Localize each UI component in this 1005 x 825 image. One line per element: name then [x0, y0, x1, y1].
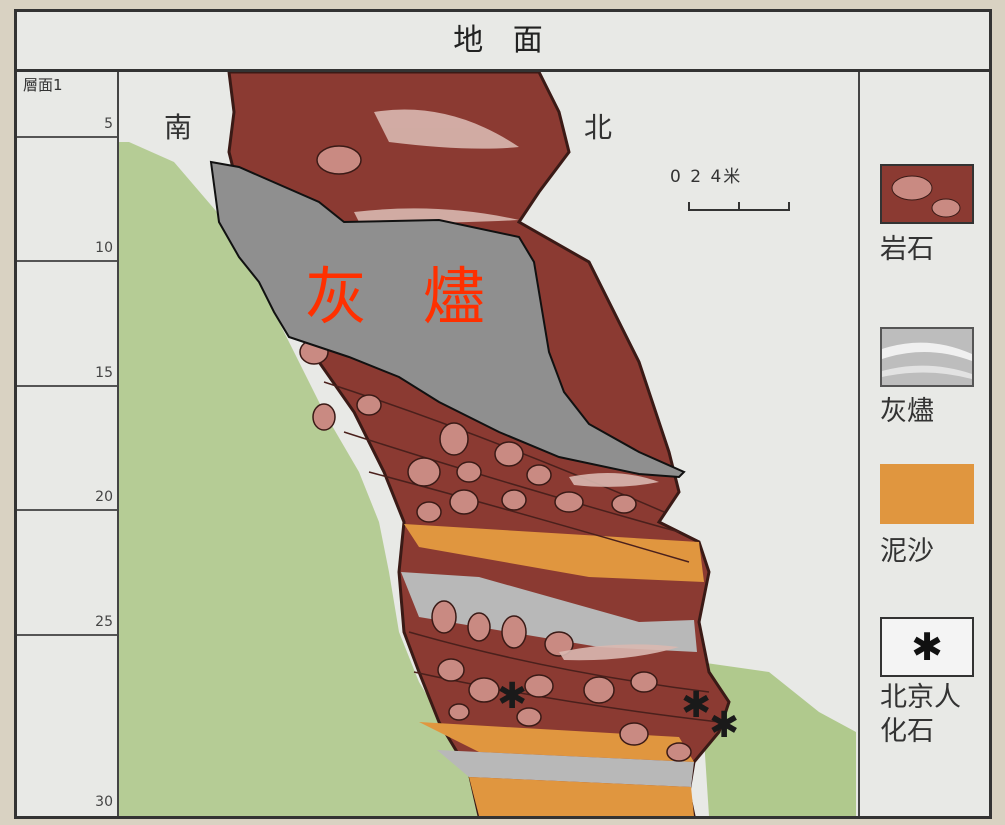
depth-tick	[17, 136, 117, 138]
depth-tick-label: 30	[95, 794, 113, 810]
legend-swatch-rock	[880, 164, 974, 224]
direction-north: 北	[584, 111, 613, 144]
legend-label-fossil: 北京人 化石	[880, 682, 961, 747]
scale-label: 0 2 4米	[670, 167, 743, 187]
legend-swatch-sand	[880, 464, 974, 524]
fossil-asterisk-icon: ✱	[497, 676, 527, 717]
ground-title: 地 面	[453, 23, 553, 58]
scale-bar	[688, 202, 790, 211]
gray-layer-upper	[401, 572, 697, 652]
legend-label-ash: 灰燼	[880, 396, 934, 427]
ruler-head-label: 層面1	[23, 76, 63, 94]
depth-tick	[17, 509, 117, 511]
grass-left	[119, 142, 479, 816]
direction-south: 南	[164, 111, 193, 144]
sand-layer-bottom	[469, 777, 694, 816]
depth-tick-label: 15	[95, 365, 113, 381]
ash-label: 灰 燼	[305, 260, 503, 333]
legend-panel: 岩石 灰燼 泥沙 ✱ 北京人 化石	[858, 72, 989, 816]
depth-ruler: 層面1 5 10 15 20 25 30	[17, 72, 119, 816]
fossil-asterisk-icon: ✱	[681, 685, 711, 726]
depth-tick-label: 5	[104, 116, 113, 132]
depth-tick	[17, 385, 117, 387]
grass-right	[699, 662, 856, 816]
ash-overlay	[209, 160, 686, 479]
sand-layer-lower	[419, 722, 694, 762]
legend-label-rock: 岩石	[880, 234, 934, 265]
ground-header: 地 面	[17, 12, 989, 72]
fossil-asterisk-icon: ✱	[709, 705, 739, 746]
legend-label-sand: 泥沙	[880, 536, 934, 567]
depth-tick-label: 20	[95, 489, 113, 505]
legend-swatch-fossil: ✱	[880, 617, 974, 677]
gray-layer-lower	[437, 750, 694, 787]
depth-tick-label: 25	[95, 614, 113, 630]
sand-layer-upper	[404, 524, 704, 582]
depth-tick-label: 10	[95, 240, 113, 256]
depth-tick	[17, 260, 117, 262]
diagram-frame: 地 面 層面1 5 10 15 20 25 30	[14, 9, 992, 819]
depth-tick	[17, 634, 117, 636]
legend-swatch-ash	[880, 327, 974, 387]
asterisk-icon: ✱	[911, 625, 943, 669]
cave-cross-section: ✱ ✱ ✱	[119, 72, 856, 816]
